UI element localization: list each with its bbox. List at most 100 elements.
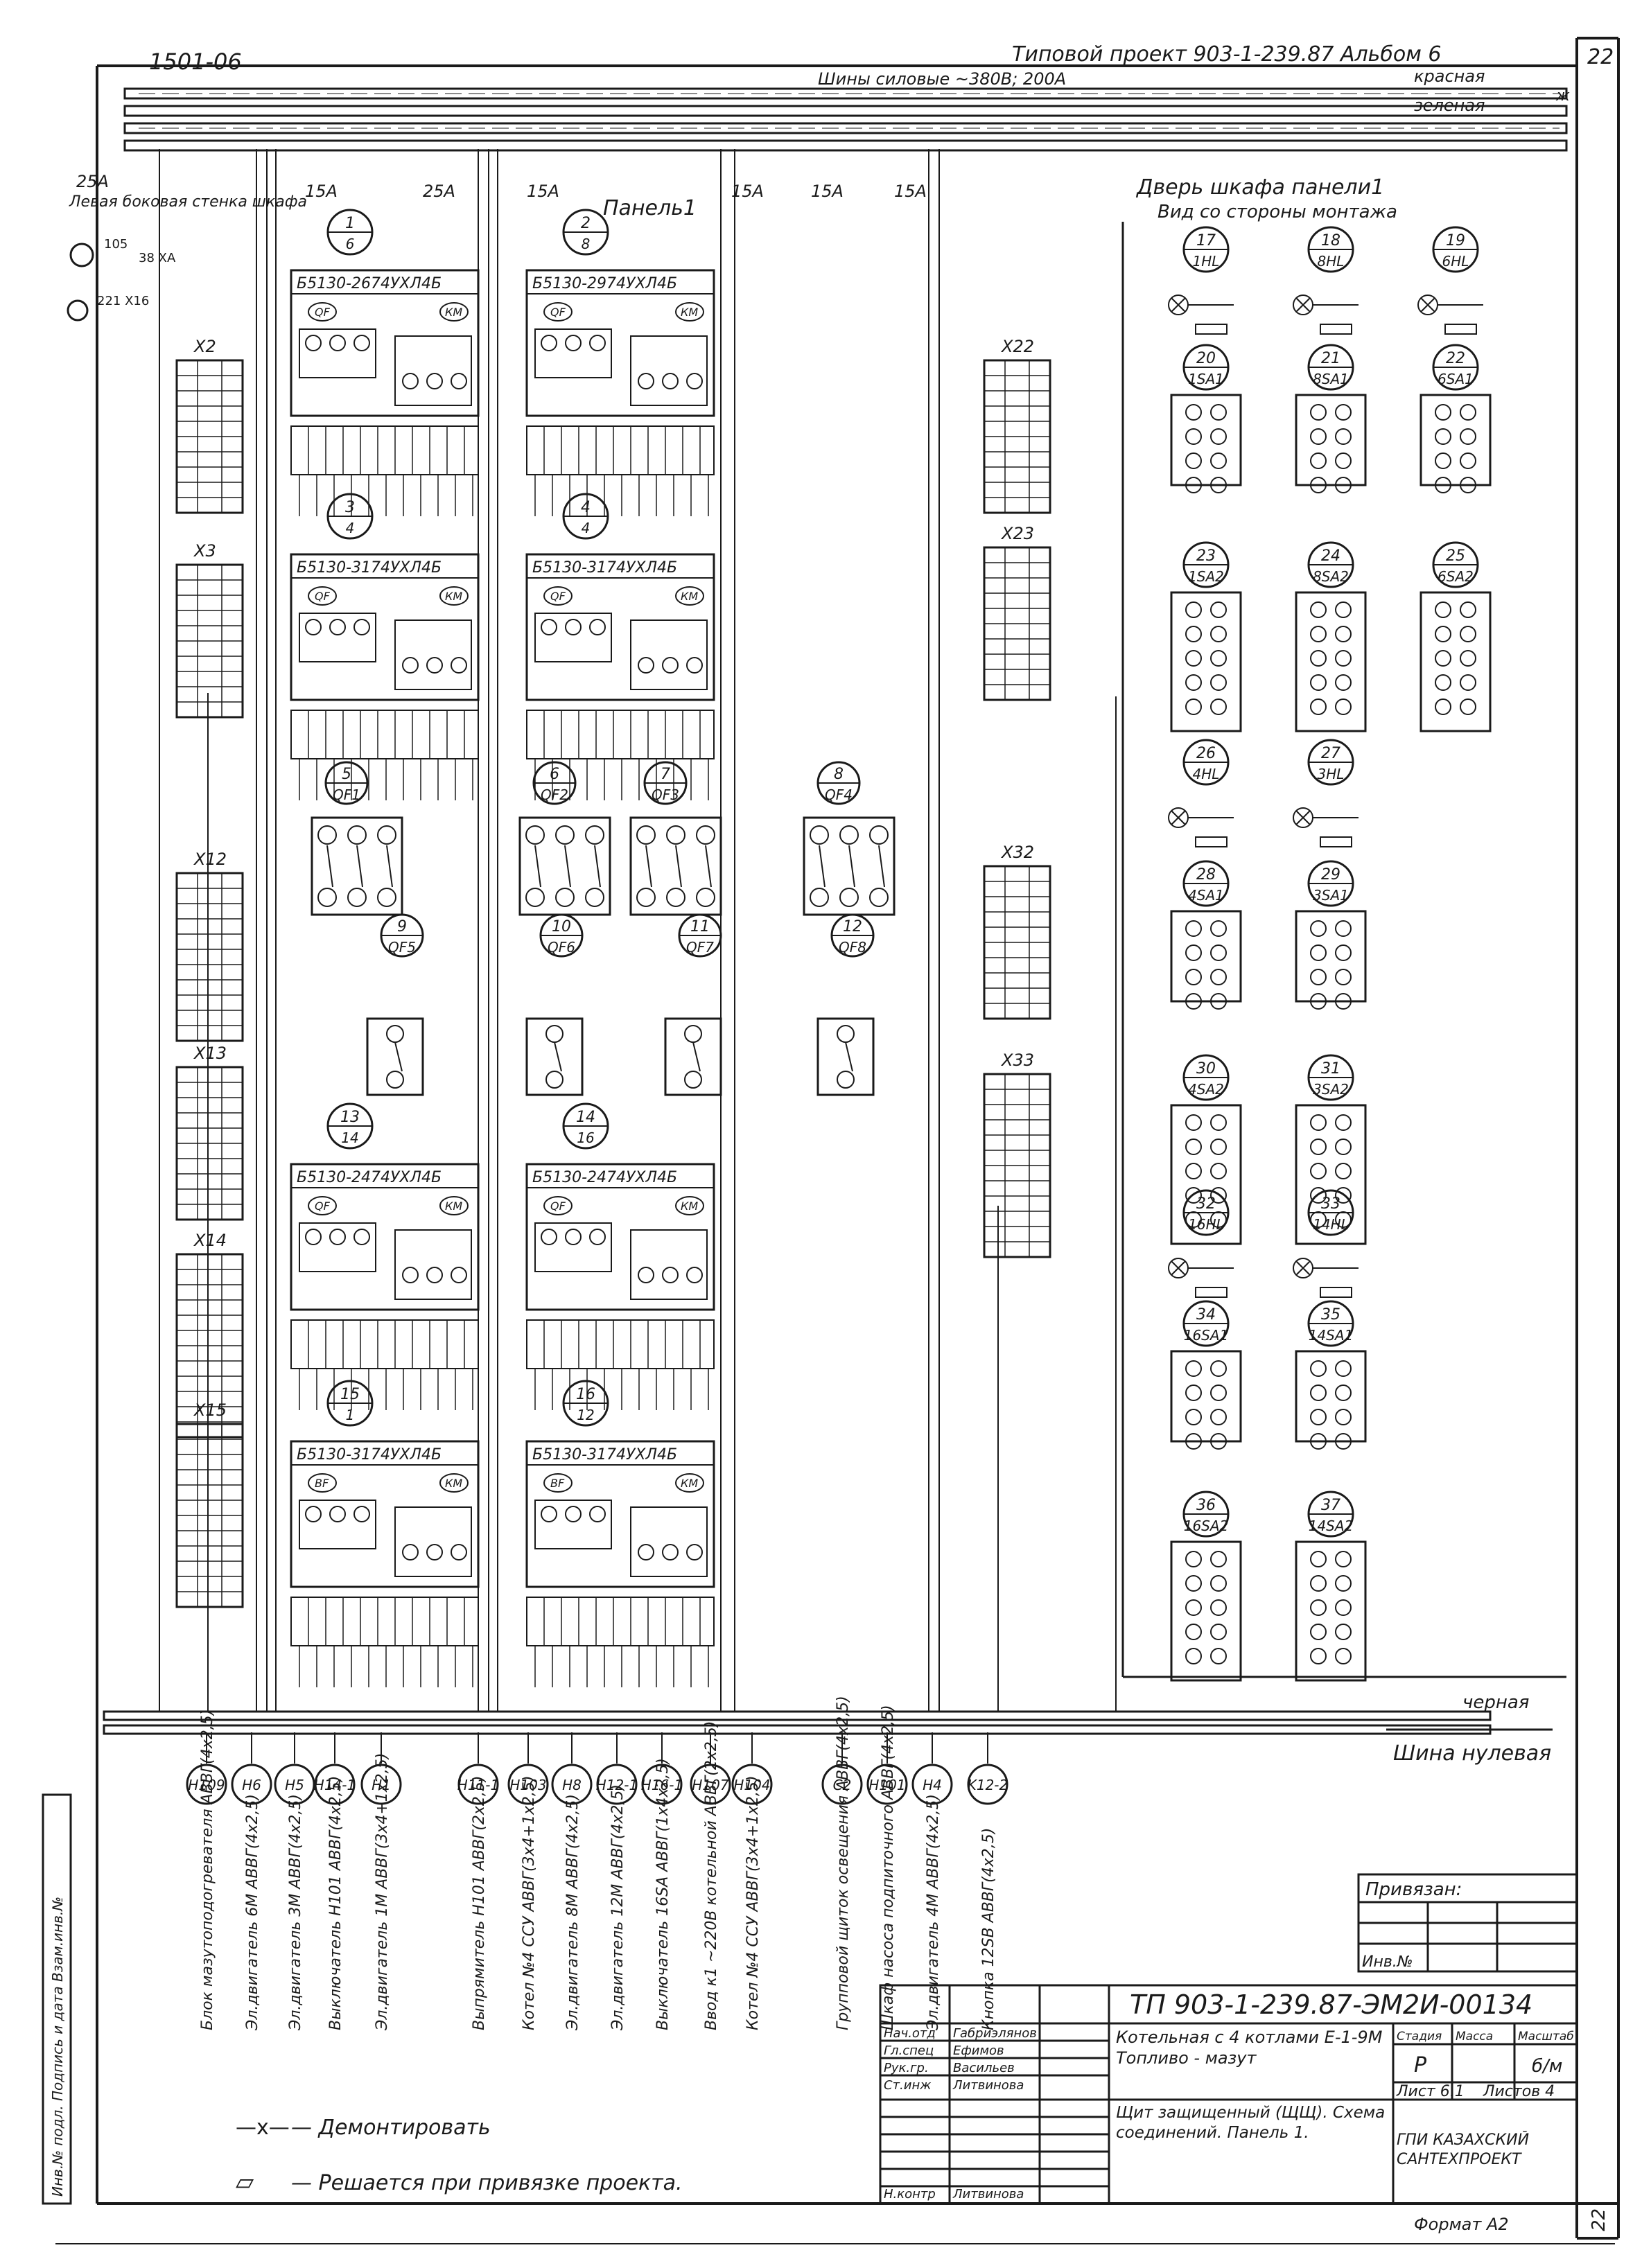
contact-circle xyxy=(1335,1139,1352,1155)
contact-circle xyxy=(1210,1114,1227,1131)
starter-frame xyxy=(290,269,480,417)
contact-circle xyxy=(1210,1575,1227,1592)
starter-model: Б5130-3174УХЛ4Б xyxy=(532,1446,677,1463)
contact-circle xyxy=(1210,452,1227,469)
consumer-description: Ввод к1 ~220В котельной АВВГ(2х2,5) xyxy=(703,1721,720,2030)
left-notes: 25А Левая боковая стенка шкафа 105 38 ХА… xyxy=(67,172,307,322)
terminal-circle xyxy=(839,825,859,845)
contact-circle xyxy=(1210,1409,1227,1425)
km-symbol xyxy=(439,302,469,322)
breaker-frame xyxy=(525,1017,584,1096)
badge-tag: 14 xyxy=(341,1129,358,1146)
contact-circle xyxy=(1310,477,1327,493)
contact-circle xyxy=(1335,404,1352,421)
terminal-block: X14 xyxy=(175,1231,244,1439)
switch-blade xyxy=(386,845,393,888)
terminal-circle xyxy=(541,335,557,351)
consumer-circle xyxy=(911,1764,953,1805)
badge-tag: 1HL xyxy=(1193,253,1220,270)
contact-circle xyxy=(1185,1384,1202,1401)
consumer-tag: H8 xyxy=(562,1777,582,1793)
contact-circle xyxy=(1310,1187,1327,1204)
starter-model: Б5130-3174УХЛ4Б xyxy=(297,559,442,577)
contact-circle xyxy=(1435,452,1451,469)
fuse-label: 15А xyxy=(731,182,764,201)
terminal-circle xyxy=(329,1506,346,1522)
contact-circle xyxy=(1435,650,1451,667)
badge-number: 29 xyxy=(1321,866,1340,884)
badge-number: 2 xyxy=(581,215,591,232)
contact-circle xyxy=(1310,1648,1327,1664)
starter-frame xyxy=(525,1163,715,1311)
contact-circle xyxy=(1310,1360,1327,1377)
contact-circle xyxy=(1460,698,1476,715)
terminal-block: X23 xyxy=(983,524,1051,701)
contact-circle xyxy=(1335,477,1352,493)
stage-header: Стадия xyxy=(1397,2030,1442,2043)
contact-circle xyxy=(1210,1624,1227,1640)
switch-body xyxy=(1170,1350,1242,1443)
terminal-circle xyxy=(686,1544,703,1561)
starter-model: Б5130-2674УХЛ4Б xyxy=(297,275,442,292)
badge-tag: 12 xyxy=(577,1407,594,1423)
stage-value: Р xyxy=(1414,2053,1427,2077)
binding-box xyxy=(1357,1873,1578,1973)
consumer-circle xyxy=(967,1764,1008,1805)
terminal-circle xyxy=(555,888,575,907)
contact-circle xyxy=(1310,1599,1327,1616)
starter-frame xyxy=(525,269,715,417)
terminal-circle xyxy=(541,1229,557,1245)
terminal-circle xyxy=(329,1229,346,1245)
contact-circle xyxy=(1310,969,1327,985)
switch-blade xyxy=(554,1041,562,1072)
side-stamp-text: Инв.№ подл. Подпись и дата Взам.инв.№ xyxy=(49,1897,66,2197)
position-badge: 28 xyxy=(562,209,609,256)
ground-socket-icon xyxy=(67,299,89,322)
terminal-block-name: X32 xyxy=(1000,843,1034,862)
terminal-circle xyxy=(377,888,396,907)
switch-body xyxy=(1170,394,1242,486)
consumer-circle xyxy=(596,1764,638,1805)
contact-circle xyxy=(1210,477,1227,493)
qf-label: QF xyxy=(550,590,566,603)
contact-circle xyxy=(1435,404,1451,421)
badge-tag: 6 xyxy=(346,236,355,252)
format-label: Формат А2 xyxy=(1414,2215,1509,2234)
lamp-cross xyxy=(1295,297,1311,313)
consumer-description: Эл.двигатель 12М АВВГ(4х2,5) xyxy=(609,1784,627,2031)
terminal-circle xyxy=(545,1025,564,1043)
switch-blade xyxy=(564,845,571,888)
km-symbol xyxy=(439,1196,469,1215)
consumer-description: Эл.двигатель 1М АВВГ(3х4+1х2,5) xyxy=(374,1753,391,2031)
consumer-circle xyxy=(231,1764,272,1805)
contact-circle xyxy=(1335,626,1352,642)
starter-model: Б5130-2474УХЛ4Б xyxy=(297,1169,442,1186)
qf-label: QF xyxy=(315,590,331,603)
badge-tag: 8HL xyxy=(1318,253,1345,270)
badge-tag: 14SA2 xyxy=(1309,1518,1354,1534)
contact-circle xyxy=(1210,969,1227,985)
badge-tag: QF7 xyxy=(686,939,714,956)
position-badge: 16 xyxy=(326,209,374,256)
drawing-title-text: Щит защищенный (ЩЩ). Схема соединений. П… xyxy=(1116,2104,1386,2142)
consumer-description: Котел №4 ССУ АВВГ(3х4+1х2,5) xyxy=(521,1775,538,2030)
contact-circle xyxy=(1310,404,1327,421)
badge-tag: 16HL xyxy=(1188,1216,1224,1233)
terminal-circle xyxy=(636,888,656,907)
contact-circle xyxy=(1310,920,1327,937)
km-symbol xyxy=(675,1196,704,1215)
badge-tag: 16SA1 xyxy=(1184,1327,1229,1344)
badge-number: 9 xyxy=(397,918,407,935)
